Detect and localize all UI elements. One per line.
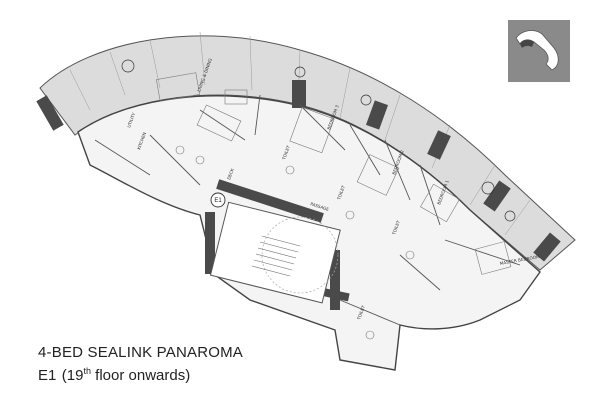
furniture xyxy=(156,72,512,340)
floor-text: (19th floor onwards) xyxy=(61,366,191,384)
key-plan-highlight xyxy=(520,39,534,48)
room-label: TOILET xyxy=(336,184,346,201)
tree-icon xyxy=(121,59,516,222)
room-label: KITCHEN xyxy=(136,132,147,151)
room-label: TOILET xyxy=(356,304,366,321)
plan-title: 4-BED SEALINK PANAROMA xyxy=(38,344,244,361)
room-label: PASSAGE xyxy=(310,201,330,212)
unit-marker-label: E1 xyxy=(214,198,222,204)
plan-floor-info: E1 (19th floor onwards) xyxy=(38,366,190,384)
room-partitions xyxy=(94,94,521,326)
key-plan-thumbnail xyxy=(508,20,570,82)
room-label: UTILITY xyxy=(126,112,136,129)
room-label: DECK xyxy=(226,168,235,181)
stair-core xyxy=(209,201,341,304)
unit-code: E1 xyxy=(38,367,57,384)
room-label: TOILET xyxy=(391,219,401,236)
room-label: TOILET xyxy=(281,144,291,161)
unit-marker-circle xyxy=(210,192,226,208)
